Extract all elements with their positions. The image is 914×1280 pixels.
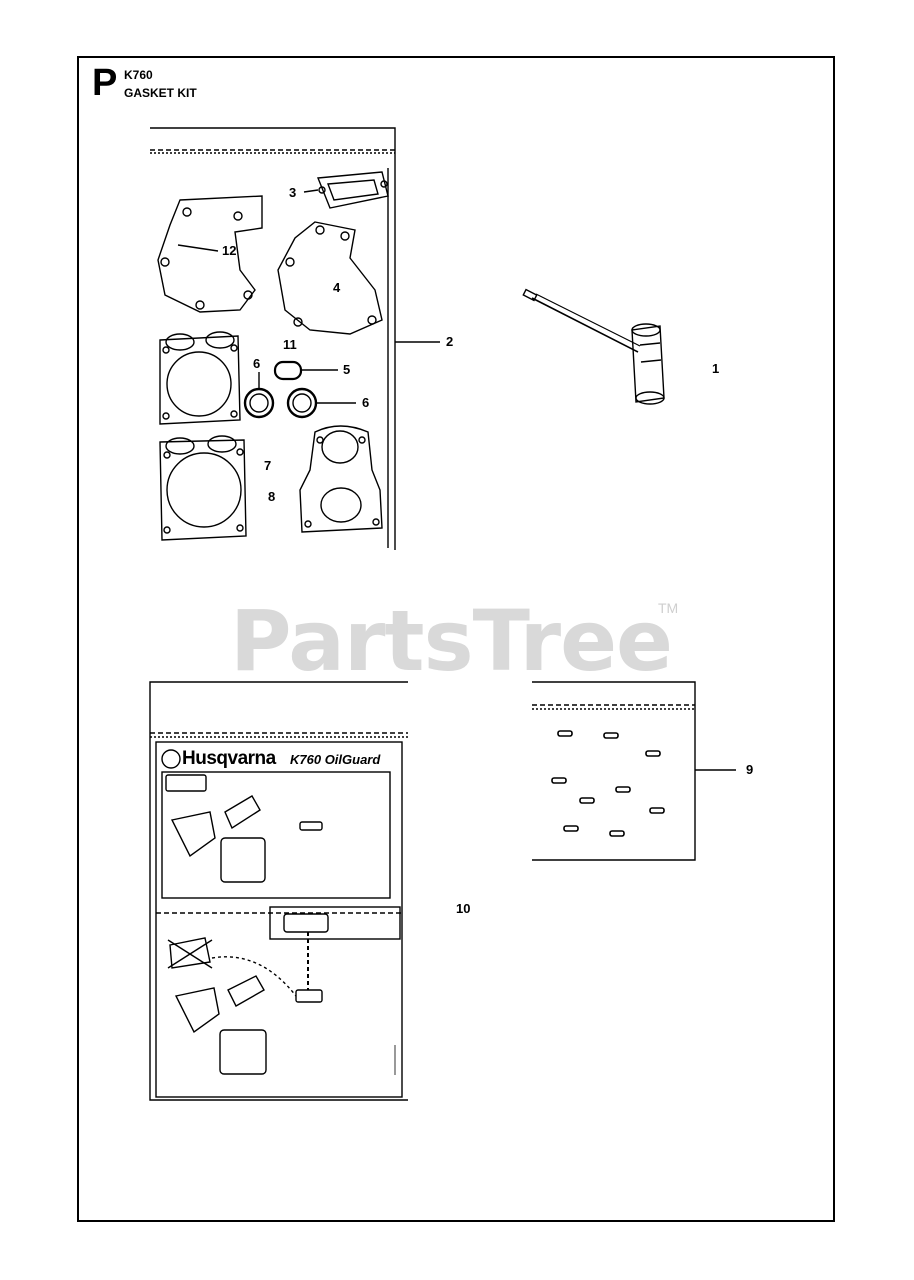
gasket-8 xyxy=(159,435,247,541)
gasket-4 xyxy=(277,221,383,335)
gasket-3 xyxy=(303,171,389,209)
combination-wrench xyxy=(522,288,665,405)
page-title: GASKET KIT xyxy=(124,86,197,100)
leader-3 xyxy=(303,189,319,193)
callout-2: 2 xyxy=(446,334,454,349)
screws xyxy=(551,730,665,837)
gasket-kit-bag xyxy=(150,127,440,550)
decal-bag xyxy=(149,681,408,1101)
model-number: K760 xyxy=(124,68,153,82)
decal-product: K760 OilGuard xyxy=(290,752,381,767)
callout-5: 5 xyxy=(343,362,351,377)
callout-9: 9 xyxy=(746,762,754,777)
gasket-11 xyxy=(299,425,383,533)
callout-8: 8 xyxy=(268,489,276,504)
callout-3: 3 xyxy=(289,185,297,200)
callout-12: 12 xyxy=(222,243,237,258)
page-frame xyxy=(77,56,835,1222)
gasket-12 xyxy=(157,195,263,313)
watermark-text: PartsTree xyxy=(230,592,673,690)
gasket-7 xyxy=(159,331,241,425)
callout-6-left: 6 xyxy=(253,356,261,371)
callout-6-right: 6 xyxy=(362,395,370,410)
callout-11: 11 xyxy=(283,337,297,352)
gasket-5 xyxy=(273,360,338,381)
seal-6-right xyxy=(286,387,356,419)
callout-7: 7 xyxy=(264,458,272,473)
seal-6-left xyxy=(243,372,275,419)
screw-bag xyxy=(532,681,736,861)
callout-10: 10 xyxy=(456,901,471,916)
decal-brand: Husqvarna xyxy=(182,748,276,769)
leader-12 xyxy=(177,244,219,252)
section-letter: P xyxy=(92,62,118,104)
watermark-trademark: TM xyxy=(658,600,679,616)
callout-4: 4 xyxy=(333,280,341,295)
callout-1: 1 xyxy=(712,361,720,376)
